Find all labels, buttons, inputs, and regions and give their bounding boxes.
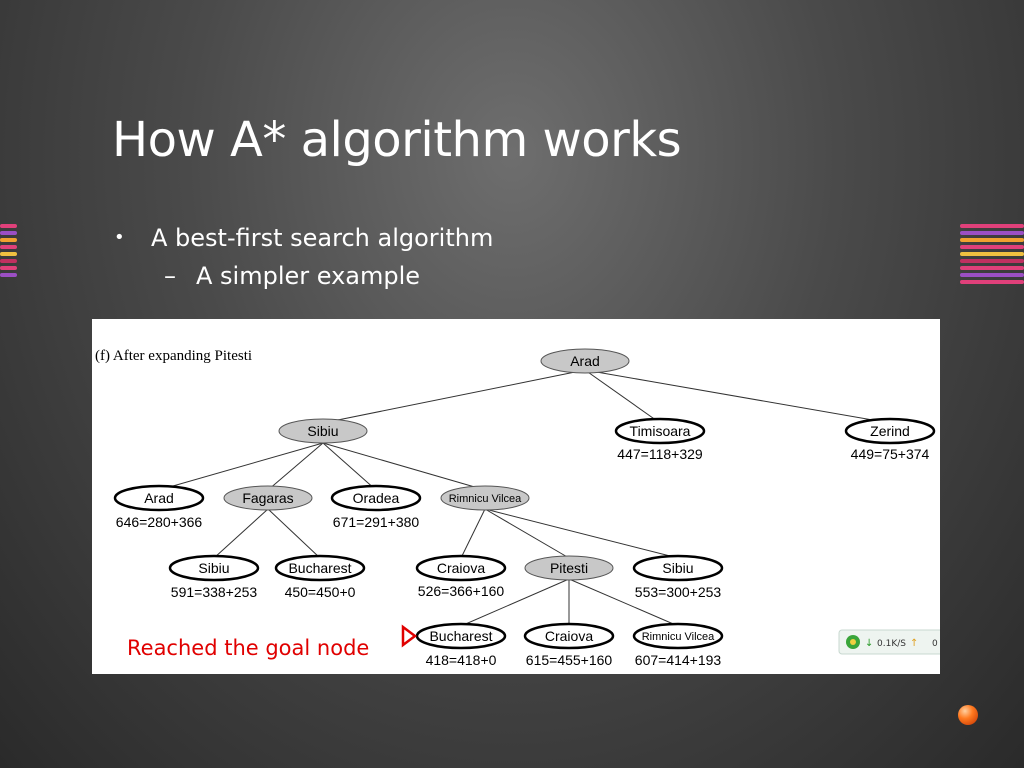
cost-zerind: 449=75+374 xyxy=(851,446,930,462)
cost-sibiu-2: 591=338+253 xyxy=(171,584,258,600)
cost-craiova-1: 526=366+160 xyxy=(418,583,505,599)
node-sibiu xyxy=(278,418,368,444)
search-tree-svg: (f) After expanding Pitesti Arad Sibiu T… xyxy=(95,348,940,668)
bullet-mark: • xyxy=(114,227,125,248)
download-rate: 0.1K/S xyxy=(877,639,906,649)
node-rimnicu-vilcea xyxy=(440,485,530,511)
node-craiova-1 xyxy=(415,554,507,582)
node-zerind xyxy=(844,417,936,445)
edge-arad-timisoara xyxy=(584,369,661,424)
tree-edges xyxy=(158,369,891,627)
cost-craiova-2: 615=455+160 xyxy=(526,652,613,668)
node-rimnicu-vilcea-2 xyxy=(632,622,724,650)
next-slide-orb-icon[interactable] xyxy=(958,705,978,725)
upload-rate-partial: 0 xyxy=(932,639,938,649)
figure-caption: (f) After expanding Pitesti xyxy=(95,348,252,364)
bullet-text: A best-first search algorithm xyxy=(151,224,494,252)
edge-rimnicu-craiova xyxy=(460,508,486,559)
node-pitesti-label: Pitesti xyxy=(550,560,588,576)
node-craiova-2 xyxy=(523,622,615,650)
cost-bucharest-1: 450=450+0 xyxy=(285,584,356,600)
node-bucharest-1 xyxy=(274,554,366,582)
node-timisoara-label: Timisoara xyxy=(630,423,691,439)
sub-bullet-mark: – xyxy=(164,262,176,290)
network-speed-widget: ↓ 0.1K/S ↑ 0 xyxy=(838,629,940,655)
slide-title: How A* algorithm works xyxy=(112,112,682,168)
edge-sibiu-rimnicu xyxy=(322,442,486,491)
goal-pointer-icon xyxy=(401,624,418,648)
cost-timisoara: 447=118+329 xyxy=(617,446,703,462)
left-stripe-decoration xyxy=(0,224,17,280)
edge-fagaras-sibiu xyxy=(213,508,269,559)
node-oradea-label: Oradea xyxy=(353,490,400,506)
cost-sibiu-3: 553=300+253 xyxy=(635,584,722,600)
node-pitesti xyxy=(524,555,614,581)
edge-arad-zerind xyxy=(584,369,891,424)
bullet-item: • A best-first search algorithm xyxy=(114,220,493,256)
search-tree-figure: (f) After expanding Pitesti Arad Sibiu T… xyxy=(92,319,940,674)
node-arad-2-label: Arad xyxy=(144,490,174,506)
edge-arad-sibiu xyxy=(322,369,586,424)
edge-sibiu-fagaras xyxy=(267,442,324,491)
up-arrow-icon: ↑ xyxy=(910,638,918,649)
node-sibiu-2 xyxy=(168,554,260,582)
node-timisoara xyxy=(614,417,706,445)
node-fagaras-label: Fagaras xyxy=(242,490,293,506)
node-sibiu-label: Sibiu xyxy=(307,423,338,439)
right-stripe-decoration xyxy=(960,224,1024,287)
edge-fagaras-bucharest xyxy=(267,508,321,559)
node-craiova-1-label: Craiova xyxy=(437,560,485,576)
node-rimnicu-vilcea-label: Rimnicu Vilcea xyxy=(449,493,522,505)
node-oradea xyxy=(330,484,422,512)
node-bucharest-1-label: Bucharest xyxy=(288,560,351,576)
edge-sibiu-arad xyxy=(158,442,324,491)
edge-rimnicu-pitesti xyxy=(484,508,570,559)
node-arad-root xyxy=(540,348,630,374)
node-zerind-label: Zerind xyxy=(870,423,910,439)
node-rimnicu-vilcea-2-label: Rimnicu Vilcea xyxy=(642,631,715,643)
node-sibiu-3 xyxy=(632,554,724,582)
node-craiova-2-label: Craiova xyxy=(545,628,593,644)
node-fagaras xyxy=(223,485,313,511)
node-sibiu-2-label: Sibiu xyxy=(198,560,229,576)
cost-bucharest-2: 418=418+0 xyxy=(426,652,497,668)
edge-pitesti-bucharest xyxy=(460,578,570,627)
cost-oradea: 671=291+380 xyxy=(333,514,420,530)
goal-annotation: Reached the goal node xyxy=(127,636,369,660)
node-arad-2 xyxy=(113,484,205,512)
node-arad-root-label: Arad xyxy=(570,353,600,369)
down-arrow-icon: ↓ xyxy=(865,638,873,649)
sub-bullet-text: A simpler example xyxy=(196,262,421,290)
edge-pitesti-rimnicu xyxy=(568,578,679,627)
edge-rimnicu-sibiu xyxy=(484,508,679,559)
edge-sibiu-oradea xyxy=(322,442,377,491)
sub-bullet-item: – A simpler example xyxy=(114,256,493,296)
bullet-list: • A best-first search algorithm – A simp… xyxy=(114,220,493,296)
cost-arad-2: 646=280+366 xyxy=(116,514,203,530)
node-sibiu-3-label: Sibiu xyxy=(662,560,693,576)
cost-rimnicu-vilcea-2: 607=414+193 xyxy=(635,652,722,668)
node-bucharest-2-label: Bucharest xyxy=(429,628,492,644)
